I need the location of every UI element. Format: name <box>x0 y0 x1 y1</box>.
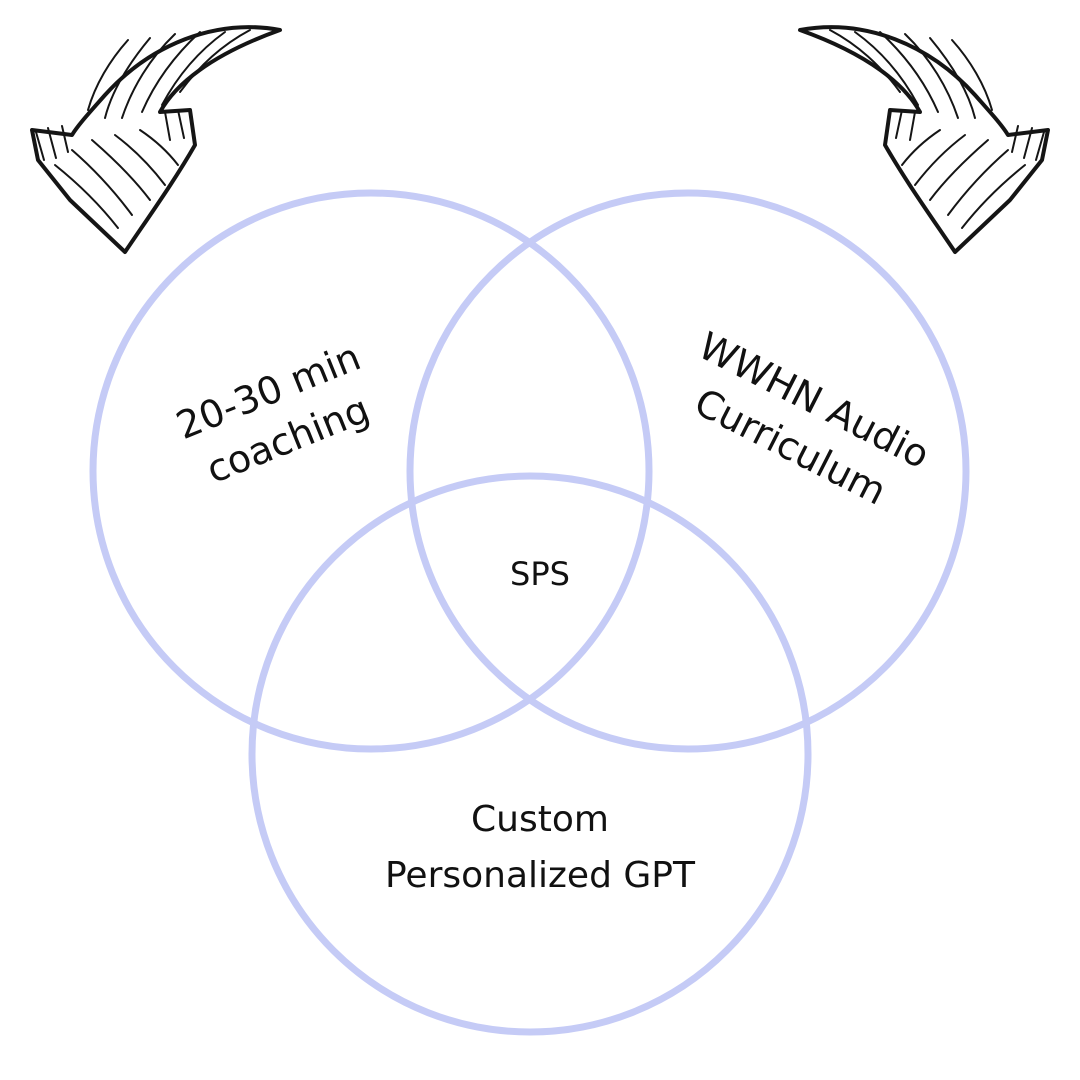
label-audio-curriculum: WWHN Audio Curriculum <box>688 324 937 514</box>
label-gpt-line1: Custom <box>471 799 609 840</box>
label-gpt-line2: Personalized GPT <box>385 855 696 896</box>
curved-arrow-down-left-icon <box>30 25 282 254</box>
circle-audio-curriculum <box>406 189 970 753</box>
circle-coaching <box>89 189 653 753</box>
curved-arrow-down-right-icon <box>798 25 1050 254</box>
circle-custom-gpt <box>248 472 812 1036</box>
label-center-sps: SPS <box>510 555 570 593</box>
label-coaching: 20-30 min coaching <box>170 334 375 491</box>
